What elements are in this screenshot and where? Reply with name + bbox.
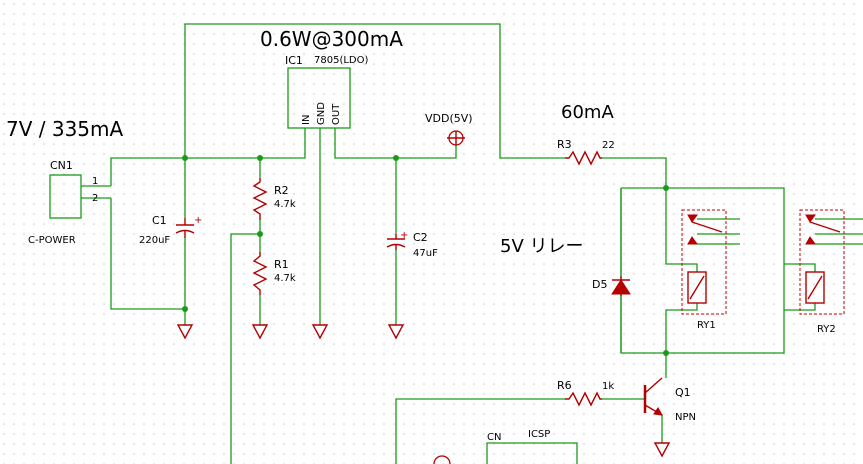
r3-ref: R3 — [557, 138, 572, 151]
svg-text:+: + — [194, 215, 202, 226]
cn1-pin1: 1 — [92, 176, 98, 187]
d5-diode[interactable] — [611, 276, 631, 296]
r1-resistor[interactable] — [252, 252, 268, 295]
c2-capacitor[interactable]: + — [386, 230, 408, 250]
ic1-pin-in: IN — [301, 115, 312, 125]
d5-ref: D5 — [592, 278, 607, 291]
vdd-symbol — [447, 130, 465, 146]
cn1-connector[interactable] — [49, 174, 111, 219]
ry1-ref: RY1 — [697, 320, 716, 331]
c2-ref: C2 — [413, 231, 428, 244]
cn1-value: C-POWER — [28, 235, 76, 246]
c1-capacitor[interactable]: + — [175, 215, 202, 238]
partial-symbol — [433, 455, 451, 464]
ic1-regulator[interactable] — [287, 67, 351, 129]
cn1-ref: CN1 — [50, 159, 73, 172]
ic1-pin-gnd: GND — [316, 102, 327, 125]
ldo-power-annotation: 0.6W@300mA — [260, 27, 403, 51]
r1-value: 4.7k — [274, 273, 296, 284]
svg-text:+: + — [400, 230, 408, 241]
ic1-value: 7805(LDO) — [314, 55, 368, 66]
cn-value: ICSP — [528, 429, 550, 440]
relay-annotation: 5V リレー — [500, 236, 584, 257]
r2-resistor[interactable] — [252, 178, 268, 220]
c2-value: 47uF — [413, 248, 438, 259]
r3-value: 22 — [602, 140, 615, 151]
junctions — [182, 155, 669, 356]
r1-ref: R1 — [274, 258, 289, 271]
c1-value: 220uF — [139, 235, 170, 246]
ic1-ref: IC1 — [285, 54, 303, 67]
q1-value: NPN — [675, 412, 696, 423]
r6-ref: R6 — [557, 379, 572, 392]
q1-ref: Q1 — [675, 386, 691, 399]
ry2-relay[interactable] — [799, 209, 845, 315]
ry2-ref: RY2 — [817, 324, 836, 335]
q1-transistor[interactable] — [643, 377, 663, 416]
ground-symbols — [176, 324, 671, 458]
relay-current-annotation: 60mA — [561, 102, 614, 123]
r6-value: 1k — [602, 381, 614, 392]
c1-ref: C1 — [152, 214, 167, 227]
cn1-pin2: 2 — [92, 193, 98, 204]
vdd-label: VDD(5V) — [425, 112, 473, 125]
r6-resistor[interactable] — [565, 391, 602, 407]
ry1-relay[interactable] — [681, 209, 727, 315]
input-power-annotation: 7V / 335mA — [6, 117, 124, 141]
r2-ref: R2 — [274, 184, 289, 197]
r3-resistor[interactable] — [565, 150, 602, 166]
cn-ref: CN — [487, 432, 501, 443]
ic1-pin-out: OUT — [331, 103, 342, 125]
r2-value: 4.7k — [274, 199, 296, 210]
